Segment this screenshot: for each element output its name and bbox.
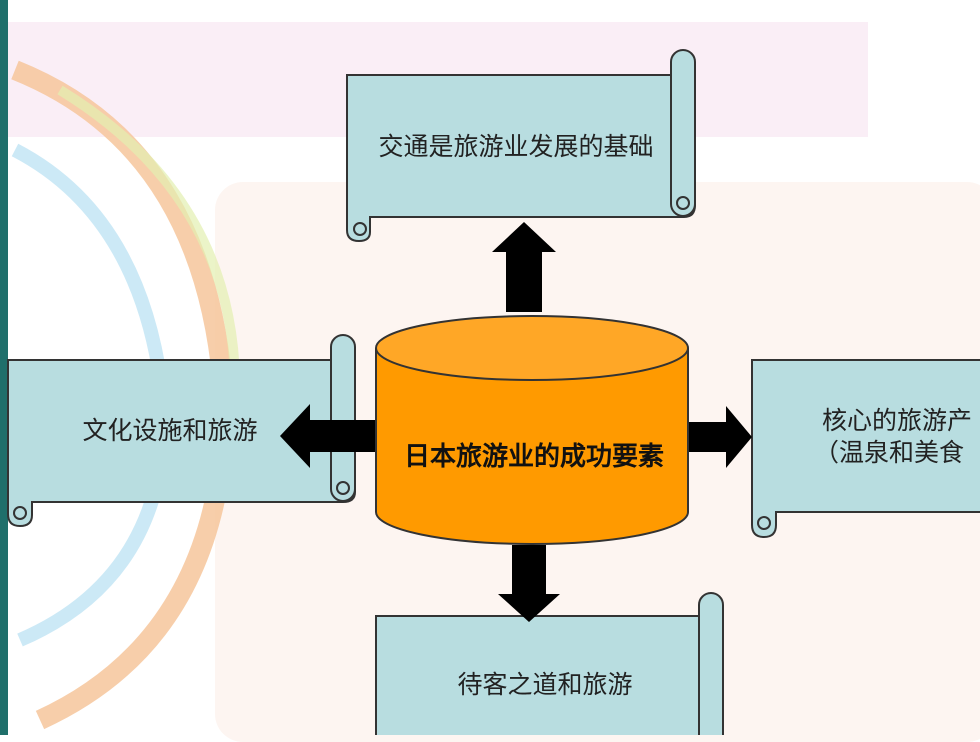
arrow-up [492, 222, 556, 312]
right-scroll [751, 359, 980, 539]
left-scroll-label: 文化设施和旅游 [82, 416, 258, 445]
arrow-left [280, 404, 390, 468]
right-scroll-label-line2: （温泉和美食 [814, 438, 965, 467]
left-edge-bar [0, 0, 8, 735]
arrows [280, 222, 752, 622]
right-scroll-label-line1: 核心的旅游产 [822, 406, 973, 435]
bottom-scroll [375, 592, 724, 735]
center-cylinder [375, 315, 689, 545]
left-scroll [7, 334, 356, 528]
top-scroll-label: 交通是旅游业发展的基础 [378, 132, 654, 161]
top-scroll [346, 49, 696, 243]
center-label: 日本旅游业的成功要素 [403, 442, 664, 472]
bottom-scroll-label: 待客之道和旅游 [457, 670, 633, 699]
arrow-down [498, 545, 560, 622]
arrow-right [680, 406, 752, 468]
